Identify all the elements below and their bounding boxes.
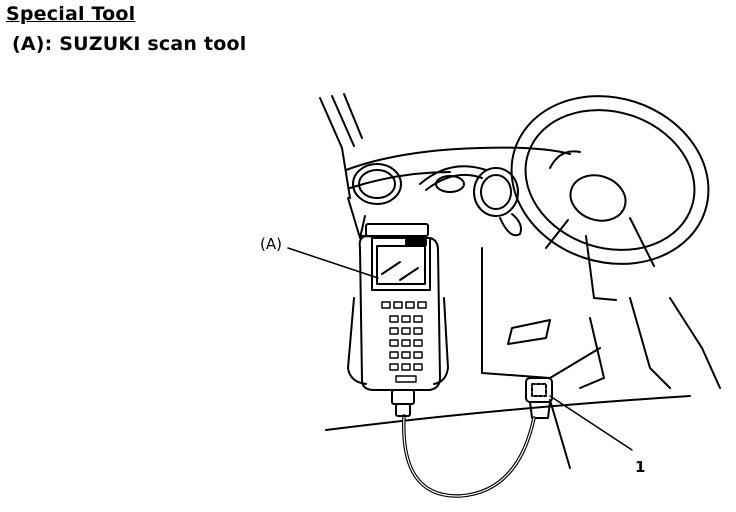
instrument-cluster-icon [419,165,522,237]
air-vent-icon [352,163,402,205]
callout-label-a: (A) [260,235,282,253]
suzuki-scan-tool-icon [347,223,449,417]
floor-line [325,395,691,431]
a-pillar-lines [319,93,363,199]
leader-line-1 [549,395,633,451]
kick-panel-line [549,399,571,469]
section-heading: Special Tool [6,3,136,25]
illustration-svg: (A) 1 [260,93,721,498]
leader-line-a [287,247,379,279]
data-link-connector-icon [525,377,553,419]
steering-wheel-icon [510,95,710,301]
callout-label-1: 1 [635,458,645,476]
tool-entry: (A): SUZUKI scan tool [12,33,247,55]
scan-tool-cable [402,414,536,498]
keypad [389,315,423,383]
scan-tool-connection-illustration: (A) 1 [250,88,736,512]
dashboard-outline [345,146,601,379]
function-keys [381,301,427,309]
steering-column [507,297,721,389]
